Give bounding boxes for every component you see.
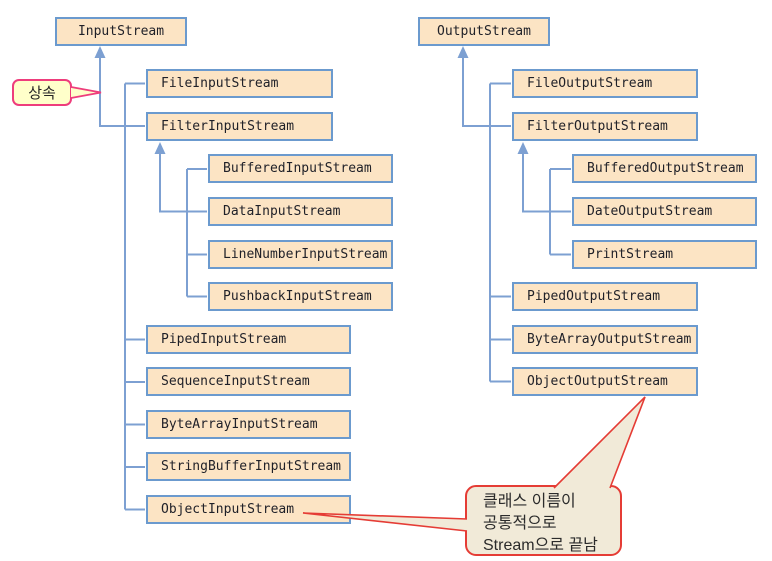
class-box-inputstream: InputStream [55,17,187,46]
inheritance-callout-label: 상속 [28,85,56,102]
class-box-pushbackinputstream: PushbackInputStream [208,282,393,311]
stream-naming-note-callout: 클래스 이름이 공통적으로 Stream으로 끝남 [465,485,622,556]
class-box-stringbufferinputstream: StringBufferInputStream [146,452,351,481]
class-box-fileinputstream: FileInputStream [146,69,333,98]
arrow-up-icon [94,46,106,58]
class-box-dateoutputstream: DateOutputStream [572,197,757,226]
filteroutputstream-children-trunk-line [549,168,571,256]
outputstream-trunk-line [462,55,511,127]
class-box-linenumberinputstream: LineNumberInputStream [208,240,393,269]
class-box-objectoutputstream: ObjectOutputStream [512,367,698,396]
class-box-sequenceinputstream: SequenceInputStream [146,367,351,396]
inheritance-callout-tail [70,86,102,99]
class-box-fileoutputstream: FileOutputStream [512,69,698,98]
filterinputstream-children-trunk-line [186,168,207,298]
note-pointer-to-objectoutputstream [553,396,646,489]
class-box-bufferedinputstream: BufferedInputStream [208,154,393,183]
inputstream-trunk-line [99,55,145,127]
class-box-bufferedoutputstream: BufferedOutputStream [572,154,757,183]
class-box-bytearrayoutputstream: ByteArrayOutputStream [512,325,698,354]
filterinputstream-trunk-line [159,151,207,213]
inheritance-callout: 상속 [12,79,72,106]
class-box-printstream: PrintStream [572,240,757,269]
class-box-pipedoutputstream: PipedOutputStream [512,282,698,311]
class-box-datainputstream: DataInputStream [208,197,393,226]
note-line-3: Stream으로 끝남 [483,537,598,554]
class-box-pipedinputstream: PipedInputStream [146,325,351,354]
outputstream-children-trunk-line [489,82,511,383]
arrow-up-icon [154,142,166,154]
class-box-objectinputstream: ObjectInputStream [146,495,351,524]
class-box-filterinputstream: FilterInputStream [146,112,333,141]
class-box-bytearrayinputstream: ByteArrayInputStream [146,410,351,439]
class-box-filteroutputstream: FilterOutputStream [512,112,698,141]
note-line-1: 클래스 이름이 [483,493,576,510]
class-box-outputstream: OutputStream [418,17,550,46]
arrow-up-icon [457,46,469,58]
inputstream-children-trunk-line [124,82,145,511]
arrow-up-icon [517,142,529,154]
filteroutputstream-trunk-line [522,151,571,213]
note-line-2: 공통적으로 [483,515,557,532]
